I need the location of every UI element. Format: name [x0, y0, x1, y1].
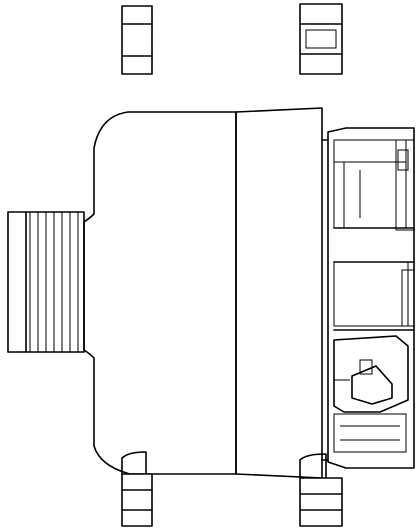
- pulley: [7, 211, 85, 353]
- mounting-lug-bottom-right: [299, 453, 343, 527]
- pulley-grooves: [29, 212, 79, 352]
- mounting-bushing-top-right: [299, 3, 343, 75]
- front-housing: [83, 111, 237, 475]
- connector-plug: [333, 335, 409, 413]
- mounting-lug-bottom-left: [121, 451, 153, 527]
- rear-housing: [235, 107, 329, 479]
- mounting-bushing-top-left: [121, 5, 153, 75]
- rear-cover: [327, 127, 415, 469]
